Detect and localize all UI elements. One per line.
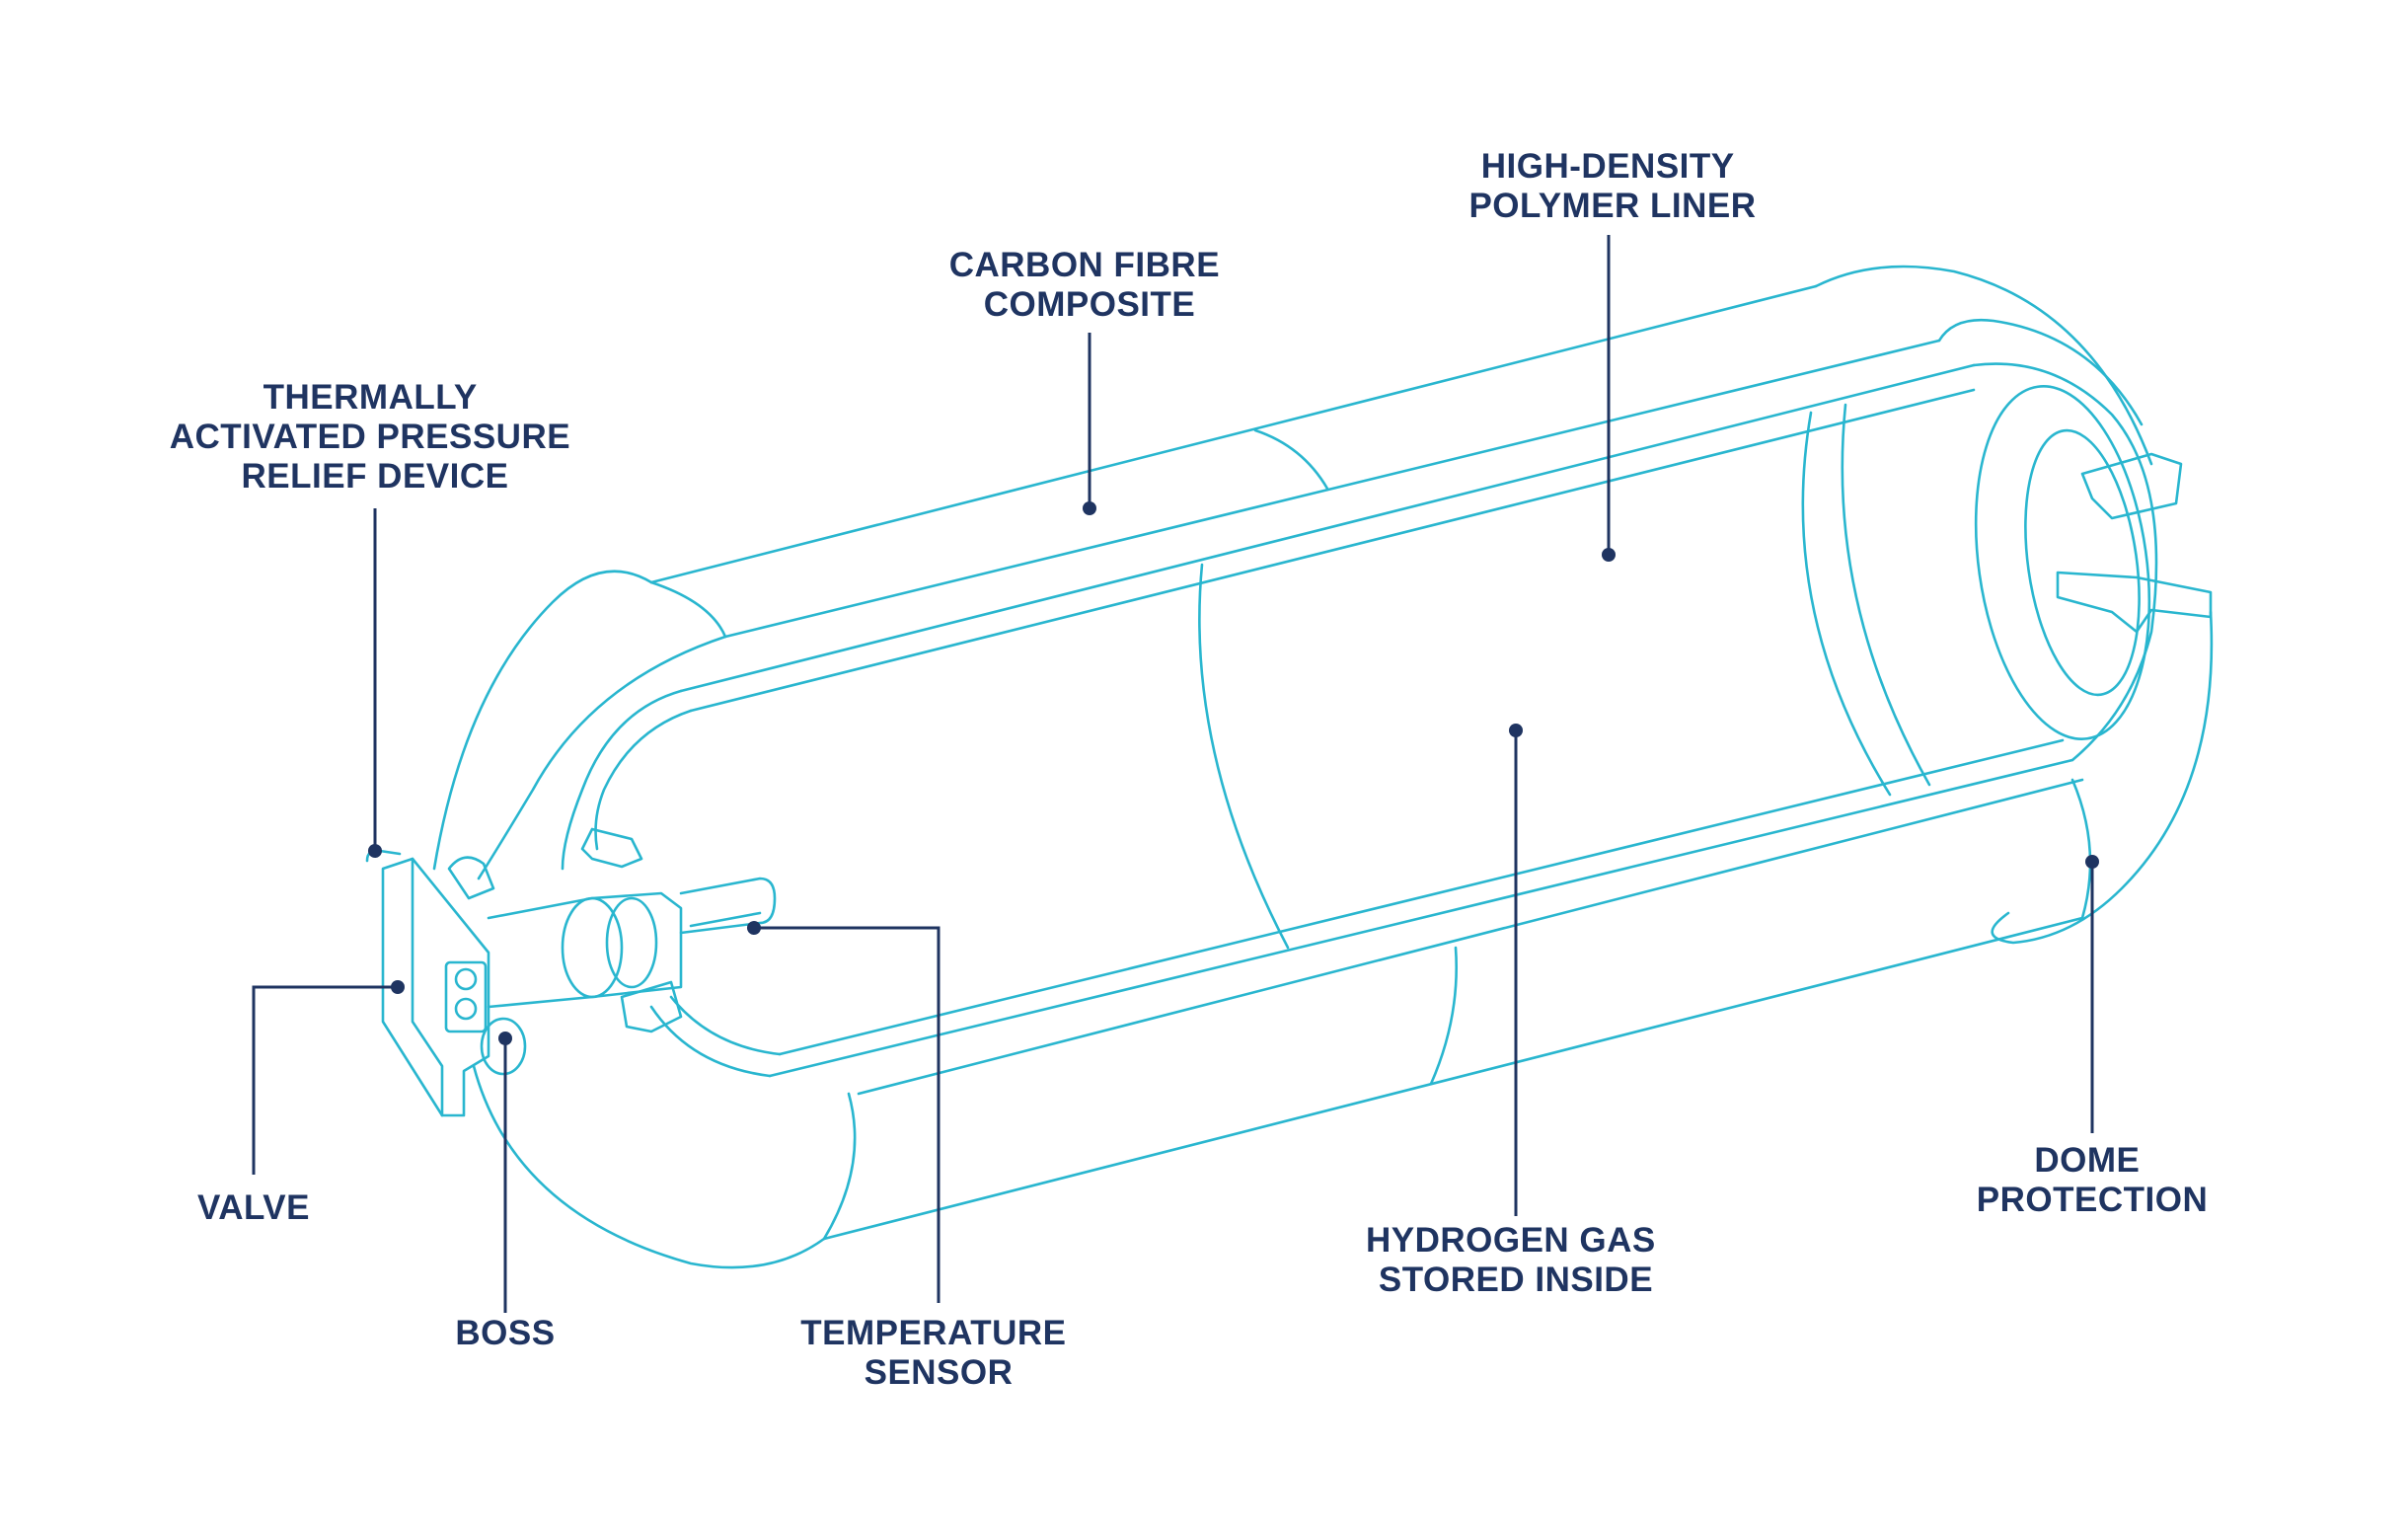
seam-left <box>1198 563 1290 950</box>
liner-left-curve <box>561 689 683 871</box>
anchor-dot-dome-protection <box>2085 855 2099 869</box>
valve-stem <box>487 891 683 1009</box>
right-dome-lower-band <box>2070 778 2092 920</box>
label-temperature-sensor-line-1: TEMPERATURE <box>800 1314 1066 1352</box>
seam-right-1 <box>1801 411 1892 797</box>
left-dome-outer <box>432 570 653 871</box>
label-boss-line-1: BOSS <box>455 1314 555 1352</box>
label-polymer-liner-line-2: POLYMER LINER <box>1468 187 1756 225</box>
liner-top-inner <box>689 388 1976 713</box>
liner-left-inner-curve <box>594 709 693 851</box>
boss-clip-bottom <box>620 980 683 1033</box>
valve-body <box>381 857 490 1117</box>
shell-top-inner-edge <box>723 339 1941 639</box>
shell-band-top <box>1253 428 1329 491</box>
label-tprd-line-2: ACTIVATED PRESSURE <box>170 418 570 456</box>
label-valve: VALVE <box>197 1188 310 1227</box>
label-temperature-sensor-line-2: SENSOR <box>865 1353 1014 1392</box>
label-dome-protection-line-1: DOME <box>2034 1141 2140 1180</box>
anchor-dot-polymer-liner <box>1602 548 1616 562</box>
right-boss-block <box>2056 571 2213 634</box>
label-tprd-line-3: RELIEF DEVICE <box>242 457 509 496</box>
right-dome-cut-top <box>1937 318 2144 426</box>
anchor-dot-tprd <box>368 844 382 858</box>
label-dome-protection: DOME PROTECTION <box>1977 1141 2208 1219</box>
label-boss: BOSS <box>455 1314 555 1352</box>
anchor-dot-valve <box>391 980 405 994</box>
label-tprd-line-1: THERMALLY <box>263 378 477 417</box>
right-dome-lower <box>1991 610 2214 945</box>
right-boss-ring-outer <box>1974 385 2151 740</box>
label-valve-line-1: VALVE <box>197 1188 310 1227</box>
label-carbon-fibre-line-2: COMPOSITE <box>984 285 1196 324</box>
label-dome-protection-line-2: PROTECTION <box>1977 1181 2208 1219</box>
valve-port-1 <box>454 967 478 991</box>
liner-bottom-inner <box>778 738 2065 1056</box>
left-dome-lower <box>472 1064 826 1269</box>
liner-bottom-outer <box>768 758 2074 1078</box>
boss-clip-top <box>580 827 643 869</box>
seam-right-2 <box>1841 403 1931 787</box>
valve-port-2 <box>454 997 478 1021</box>
boss-base <box>480 1017 527 1076</box>
anchor-dot-temperature-sensor <box>747 921 761 935</box>
anchor-dot-boss <box>498 1032 512 1045</box>
shell-bottom-edge <box>822 916 2084 1241</box>
boss-collar <box>561 896 624 999</box>
liner-left-bottom-inner <box>669 995 782 1056</box>
label-hydrogen-gas-line-2: STORED INSIDE <box>1379 1261 1653 1299</box>
left-dome-cut-top <box>649 580 727 639</box>
tank-illustration <box>365 265 2214 1269</box>
sensor-probe-inner <box>689 911 762 928</box>
label-tprd: THERMALLY ACTIVATED PRESSURE RELIEF DEVI… <box>170 378 581 496</box>
right-boss-ring-inner <box>2024 428 2141 697</box>
leader-valve <box>252 985 398 1175</box>
liner-top-outer <box>679 363 1976 693</box>
sensor-probe <box>679 877 777 935</box>
label-carbon-fibre-line-1: CARBON FIBRE <box>949 246 1220 284</box>
shell-top-edge <box>649 284 1818 584</box>
label-hydrogen-gas: HYDROGEN GAS STORED INSIDE <box>1366 1221 1666 1299</box>
left-dome-lower-band <box>822 1092 857 1241</box>
label-polymer-liner-line-1: HIGH-DENSITY <box>1481 147 1734 186</box>
right-dome-outer <box>1814 265 2153 466</box>
right-dome-inner-face <box>1972 362 2158 762</box>
seam-bottom <box>1429 946 1458 1086</box>
boss-collar-2 <box>605 896 658 989</box>
anchor-dot-hydrogen-gas <box>1509 724 1523 737</box>
leader-lines <box>252 235 2099 1313</box>
shell-bottom-inner-edge <box>857 778 2084 1096</box>
left-dome-cut-face <box>477 635 727 880</box>
valve-fitting-flange <box>447 856 495 900</box>
anchor-dot-carbon-fibre <box>1083 501 1096 515</box>
valve-face <box>411 857 444 1117</box>
leader-temperature-sensor <box>754 926 941 1303</box>
label-temperature-sensor: TEMPERATURE SENSOR <box>800 1314 1077 1392</box>
label-polymer-liner: HIGH-DENSITY POLYMER LINER <box>1468 147 1756 225</box>
liner-left-bottom-curve <box>649 1005 772 1078</box>
component-labels: THERMALLY ACTIVATED PRESSURE RELIEF DEVI… <box>170 147 2208 1392</box>
right-boss-top-notch <box>2080 452 2183 520</box>
label-carbon-fibre: CARBON FIBRE COMPOSITE <box>949 246 1231 324</box>
label-hydrogen-gas-line-1: HYDROGEN GAS <box>1366 1221 1656 1260</box>
valve-port-block <box>444 960 488 1033</box>
